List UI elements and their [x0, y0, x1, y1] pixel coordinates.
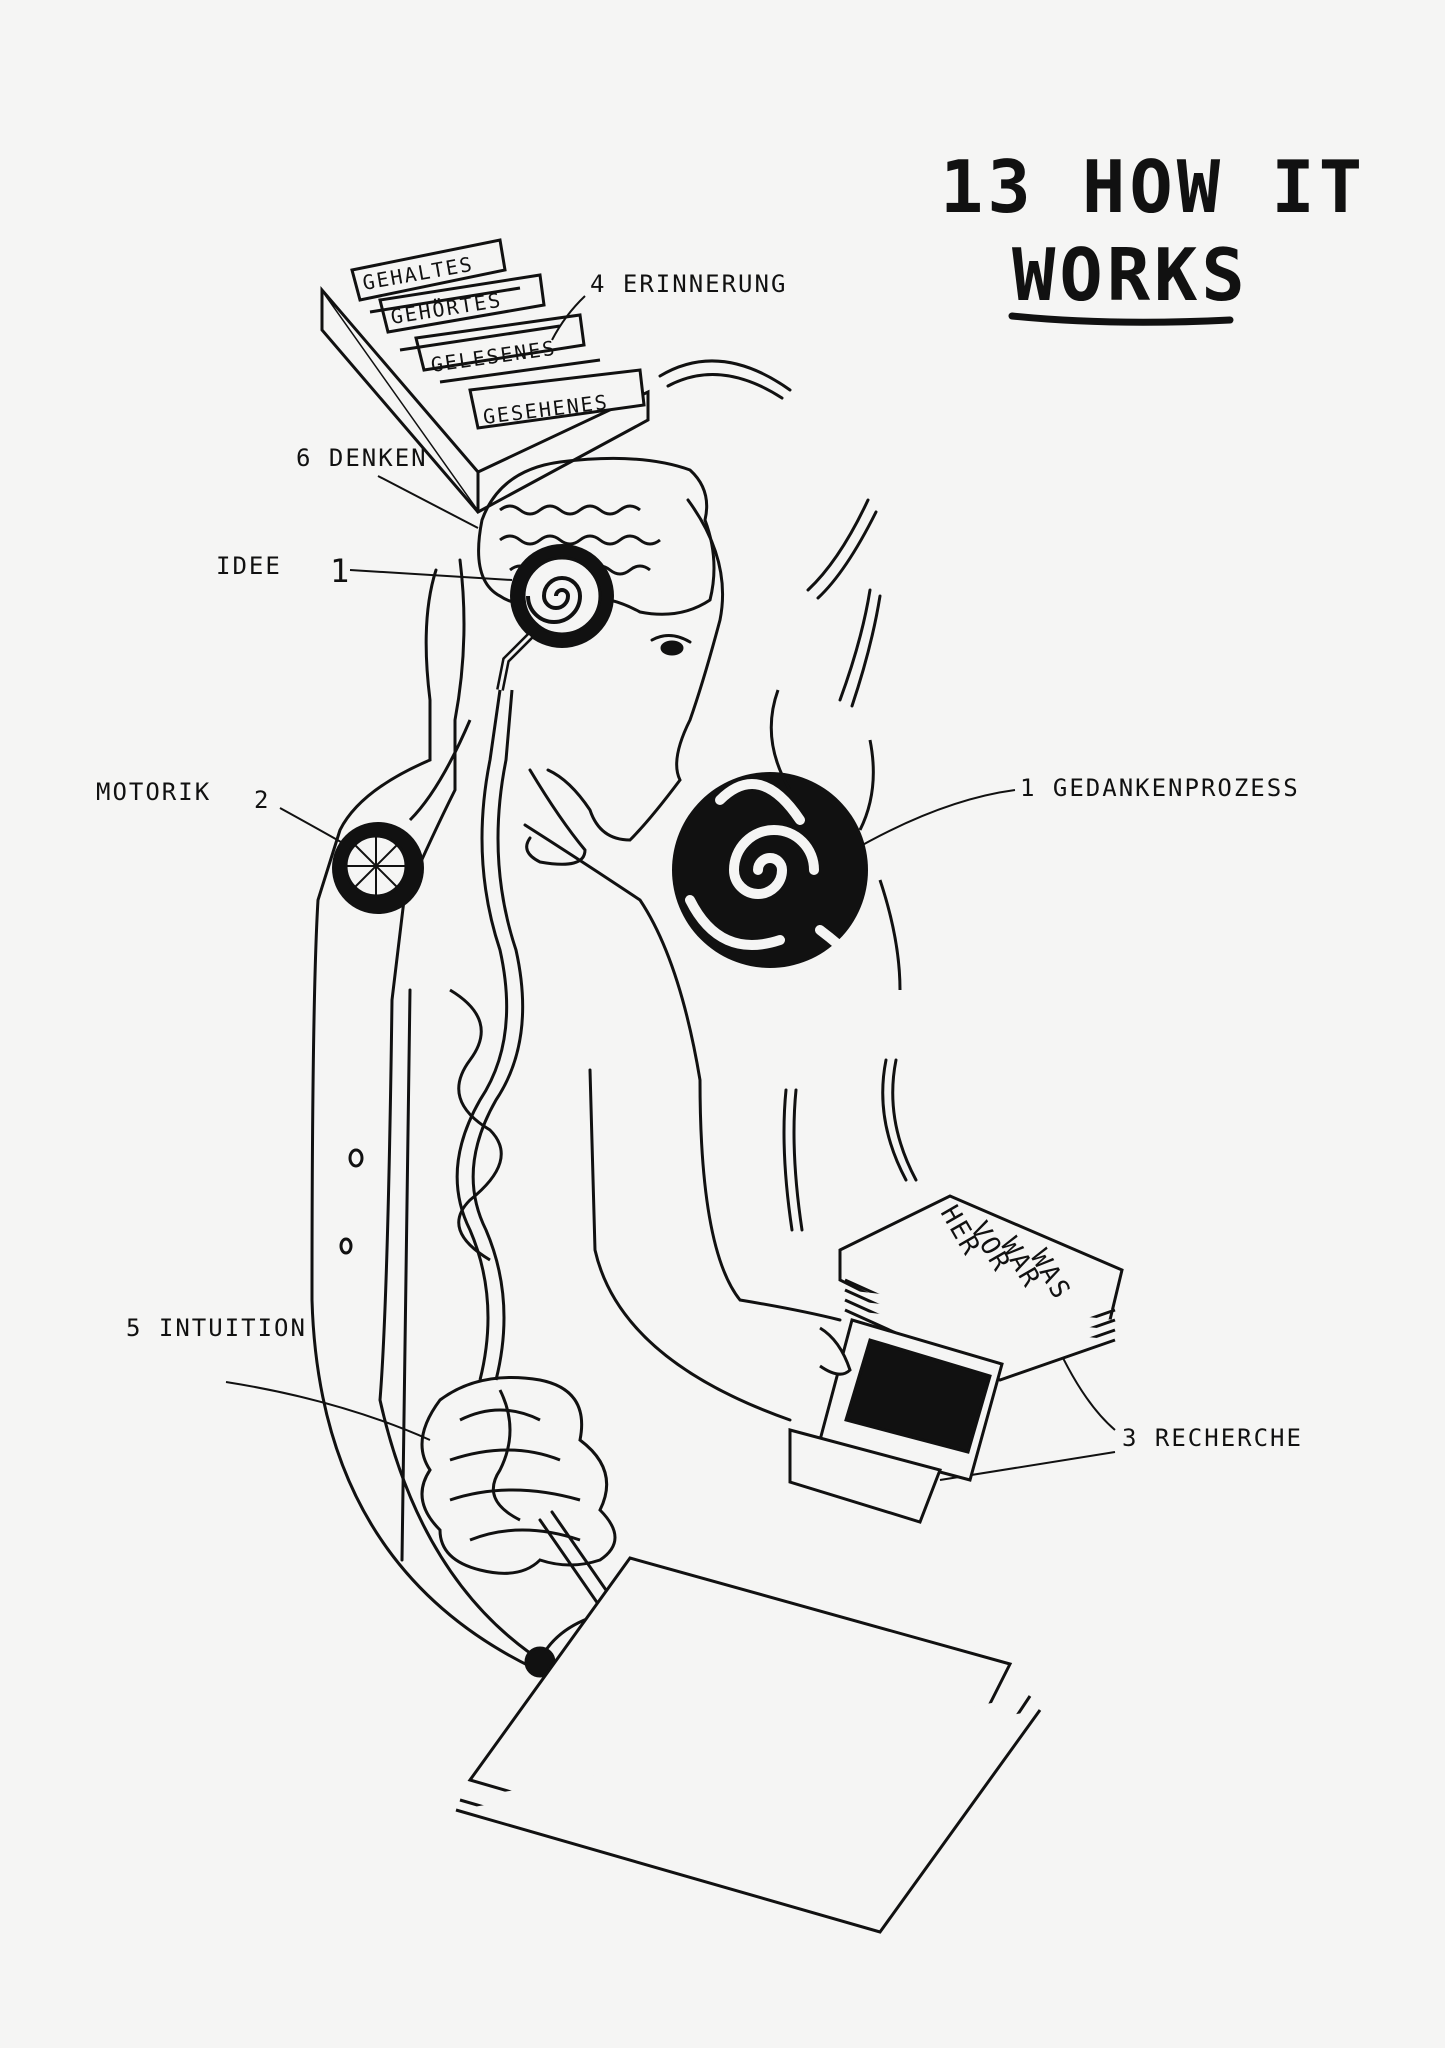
intuition-node [420, 1376, 617, 1575]
title-block: 13 HOW IT WORKS [940, 145, 1366, 326]
paper-stack [455, 1556, 1042, 1934]
book [838, 1194, 1124, 1382]
label-idee-number: 1 [330, 552, 351, 590]
title-underline [1008, 312, 1234, 326]
label-motorik-number: 2 [254, 786, 270, 814]
figure-outline [310, 498, 842, 1682]
label-denken: 6 DENKEN [296, 444, 428, 472]
label-intuition: 5 INTUITION [126, 1314, 307, 1342]
thought-strokes [658, 359, 918, 1232]
label-gedankenprozess: 1 GEDANKENPROZESS [1020, 774, 1300, 802]
nerve-cord [408, 689, 525, 1381]
thought-process-node [672, 689, 902, 1005]
label-motorik: MOTORIK [96, 778, 211, 806]
label-recherche: 3 RECHERCHE [1122, 1424, 1303, 1452]
label-erinnerung: 4 ERINNERUNG [590, 270, 787, 298]
motor-node [332, 822, 424, 914]
idea-node [496, 544, 614, 691]
label-idee: IDEE [216, 552, 282, 580]
research-device [788, 1318, 1004, 1524]
card-file-box [320, 238, 650, 514]
labels: 4 ERINNERUNG 6 DENKEN IDEE 1 MOTORIK 2 1… [96, 270, 1303, 1481]
title-line-2: WORKS [1012, 233, 1249, 317]
title-line-1: 13 HOW IT [940, 145, 1366, 229]
